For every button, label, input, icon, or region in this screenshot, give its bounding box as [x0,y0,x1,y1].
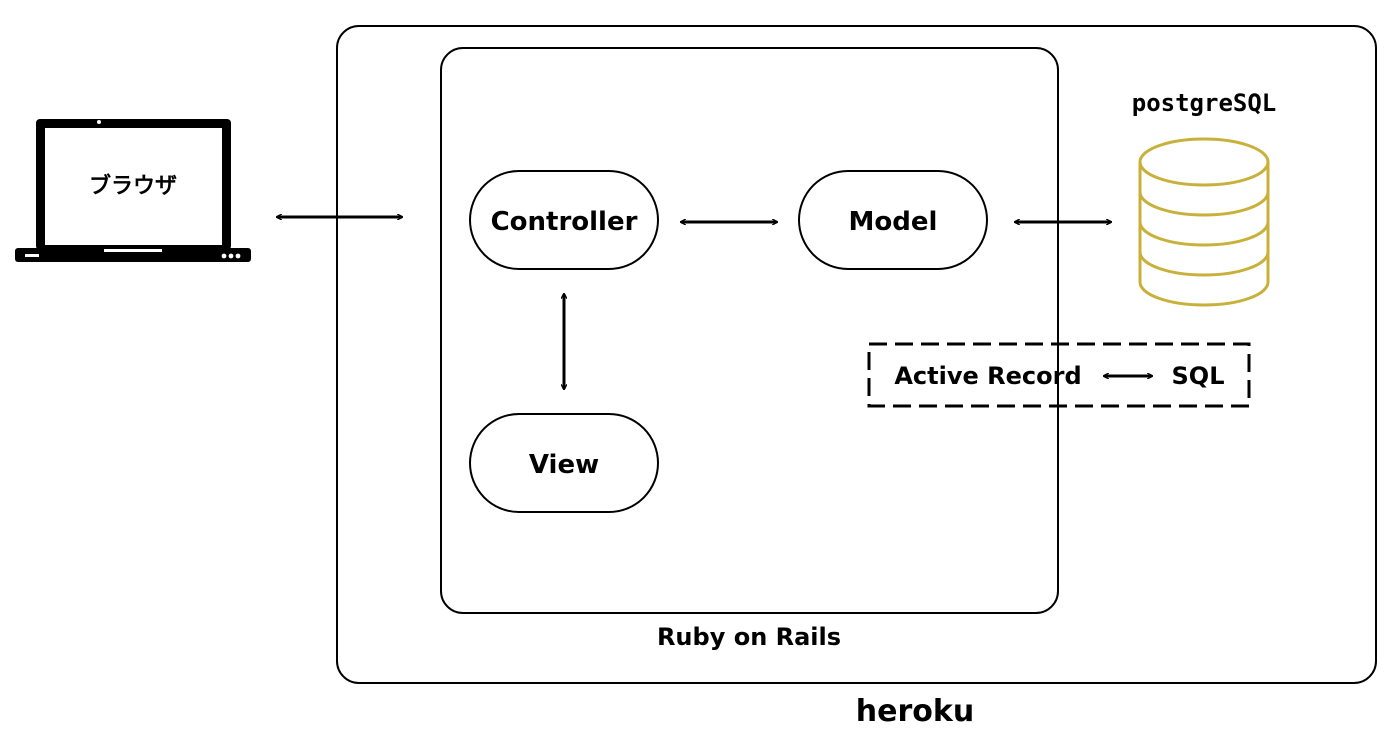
rails-container [440,47,1059,614]
heroku-label: heroku [856,694,974,729]
model-label: Model [849,207,938,237]
laptop-icon [15,119,251,262]
browser-label: ブラウザ [89,173,177,199]
active-record-box [867,342,1251,408]
rails-label: Ruby on Rails [657,623,841,651]
sql-label: SQL [1172,362,1225,390]
postgresql-label: postgreSQL [1132,89,1277,117]
database-icon [1138,137,1270,307]
heroku-container [336,25,1377,684]
active-record-label: Active Record [894,362,1081,390]
view-label: View [529,450,599,480]
model-node [798,170,988,270]
controller-label: Controller [491,207,638,237]
view-node [469,413,659,513]
controller-node [469,170,659,270]
